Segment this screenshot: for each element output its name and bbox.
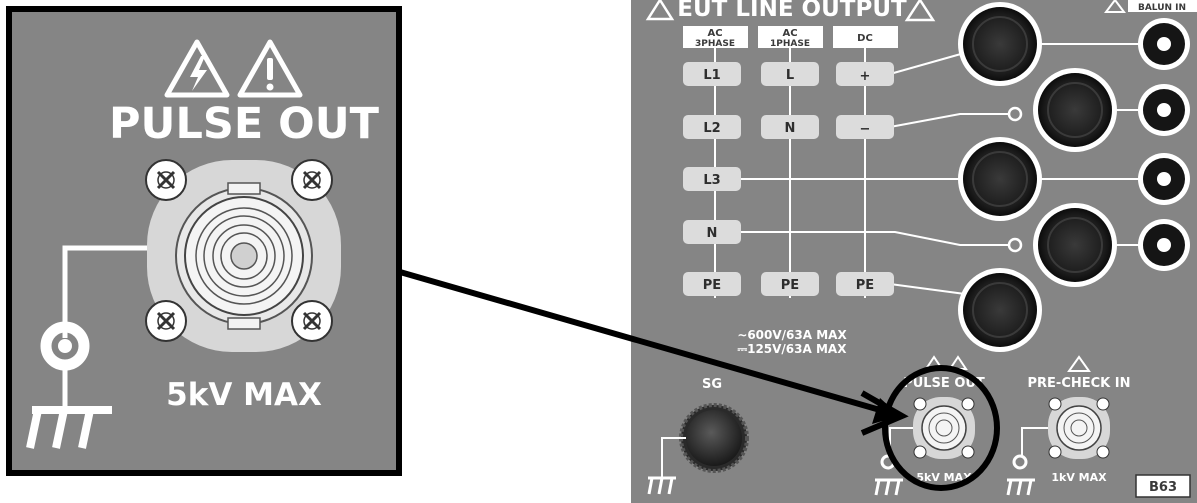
ac-rating-label: ∼600V/63A MAX [737, 328, 847, 342]
dc-rating-label: ⎓125V/63A MAX [738, 342, 848, 356]
svg-text:3PHASE: 3PHASE [695, 39, 735, 49]
zoom-rating-label: 5kV MAX [166, 377, 322, 413]
sg-ground-wiring [647, 437, 686, 495]
balun-jack-1 [1138, 18, 1190, 70]
svg-text:1PHASE: 1PHASE [770, 39, 810, 49]
caution-warning-icon [1104, 0, 1126, 13]
main-panel: EUT LINE OUTPUT BALUN IN AC 3PHASE AC 1P… [631, 0, 1197, 503]
column-header-dc: DC [833, 26, 898, 48]
zoom-pulse-out-title: PULSE OUT [109, 99, 380, 149]
svg-text:AC: AC [707, 28, 722, 39]
column-header-ac3: AC 3PHASE [683, 26, 748, 49]
terminal-ac3-l1: L1 [683, 62, 741, 86]
terminal-ac3-pe: PE [683, 272, 741, 296]
output-jack-5 [958, 268, 1042, 352]
balun-in-label: BALUN IN [1138, 3, 1186, 13]
zoom-bnc-connector [147, 160, 341, 352]
svg-text:N: N [785, 121, 796, 136]
svg-text:PE: PE [703, 278, 721, 293]
svg-text:L: L [786, 68, 794, 83]
balun-jack-3 [1138, 153, 1190, 205]
output-jack-1 [958, 2, 1042, 86]
terminal-ac3-l2: L2 [683, 115, 741, 139]
caution-warning-icon [237, 39, 303, 98]
svg-text:+: + [860, 69, 871, 84]
output-jack-2 [1033, 68, 1117, 152]
model-badge [1135, 474, 1191, 498]
screw-icon [291, 300, 333, 342]
svg-text:N: N [707, 226, 718, 241]
balun-jack-4 [1138, 219, 1190, 271]
zoom-panel: PULSE OUT [6, 6, 402, 476]
output-jack-4 [1033, 203, 1117, 287]
tap-point-icon [1007, 237, 1023, 253]
terminal-dc-minus: − [836, 115, 894, 139]
pulse-out-label: PULSE OUT [903, 376, 985, 391]
svg-text:−: − [860, 122, 871, 137]
precheck-rating-label: 1kV MAX [1051, 471, 1107, 484]
eut-line-output-title: EUT LINE OUTPUT [677, 0, 907, 22]
svg-text:L1: L1 [703, 68, 720, 83]
screw-icon [291, 159, 333, 201]
balun-jack-2 [1138, 84, 1190, 136]
column-header-ac1: AC 1PHASE [758, 26, 823, 49]
sg-label: SG [702, 377, 722, 392]
pulse-out-bnc-connector [913, 397, 975, 459]
terminal-dc-plus: + [836, 62, 894, 86]
chassis-ground-icon [26, 406, 112, 449]
terminal-dc-pe: PE [836, 272, 894, 296]
terminal-ac3-n: N [683, 220, 741, 244]
high-voltage-warning-icon [645, 0, 675, 21]
balun-label-box [1128, 0, 1197, 12]
pulse-out-rating-label: 5kV MAX [916, 471, 972, 484]
output-jack-3 [958, 137, 1042, 221]
caution-warning-icon [904, 0, 936, 22]
precheck-ground-wiring [1006, 427, 1048, 496]
highlight-circle [882, 365, 1000, 491]
svg-text:PE: PE [781, 278, 799, 293]
tap-point-icon [1007, 106, 1023, 122]
sg-knob [679, 403, 749, 473]
model-badge-label: B63 [1149, 480, 1177, 495]
svg-text:L3: L3 [703, 173, 720, 188]
zoom-ground-wiring [40, 245, 160, 408]
terminal-ac1-n: N [761, 115, 819, 139]
precheck-in-label: PRE-CHECK IN [1028, 376, 1131, 391]
svg-text:PE: PE [856, 278, 874, 293]
terminal-ac1-l: L [761, 62, 819, 86]
high-voltage-warning-icon [164, 39, 230, 98]
precheck-bnc-connector [1048, 397, 1110, 459]
screw-icon [145, 159, 187, 201]
caution-warning-icon [1067, 355, 1091, 372]
terminal-ac3-l3: L3 [683, 167, 741, 191]
screw-icon [145, 300, 187, 342]
svg-text:DC: DC [857, 33, 873, 44]
terminal-ac1-pe: PE [761, 272, 819, 296]
svg-text:L2: L2 [703, 121, 720, 136]
svg-text:AC: AC [782, 28, 797, 39]
